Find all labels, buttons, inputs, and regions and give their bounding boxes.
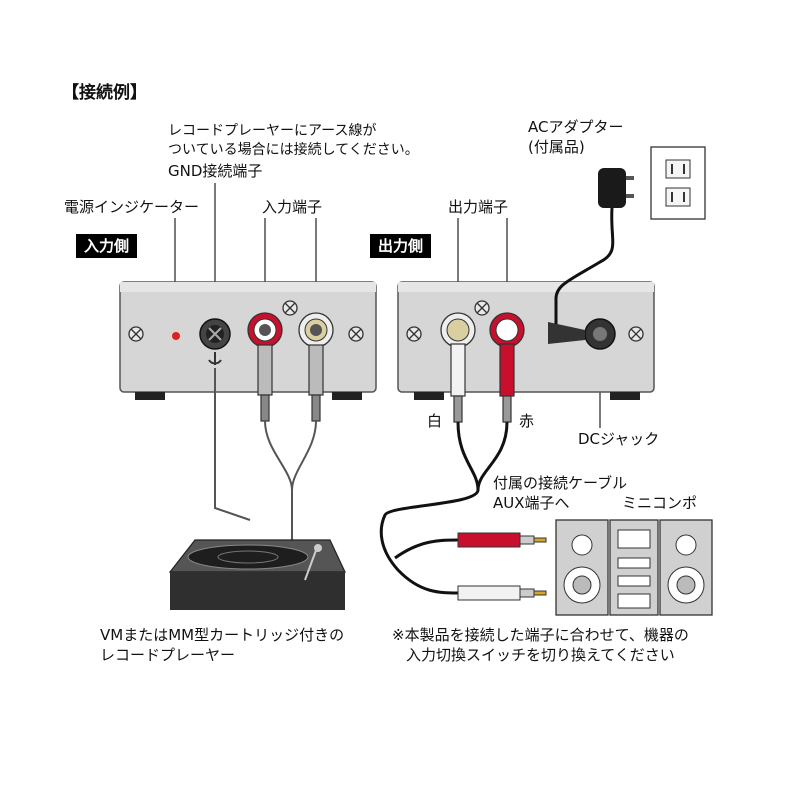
- input-rca-plugs: [257, 344, 324, 422]
- player-label-line2: レコードプレーヤー: [100, 646, 236, 664]
- ac-adapter: [554, 168, 634, 324]
- ac-adapter-sublabel: (付属品): [528, 138, 585, 156]
- note-line1: ※本製品を接続した端子に合わせて、機器の: [392, 626, 689, 644]
- turntable: [168, 539, 346, 610]
- mini-component: [555, 519, 713, 616]
- cable-label: 付属の接続ケーブル: [493, 474, 628, 492]
- power-indicator-led: [172, 332, 180, 340]
- ground-note-line1: レコードプレーヤーにアース線が: [168, 123, 377, 139]
- input-terminal-label: 入力端子: [262, 198, 323, 216]
- wall-outlet: [650, 146, 706, 220]
- power-indicator-label: 電源インジケーター: [64, 198, 200, 216]
- output-terminal-label: 出力端子: [448, 198, 509, 216]
- output-side-badge: 出力側: [370, 234, 432, 258]
- aux-label: AUX端子へ: [493, 494, 570, 512]
- input-rca-jack-red: [247, 312, 283, 348]
- page-title: 【接続例】: [62, 83, 147, 103]
- dc-jack: [548, 318, 616, 350]
- dc-jack-label: DCジャック: [578, 430, 660, 448]
- red-label: 赤: [519, 412, 535, 430]
- output-rca-plugs: [450, 343, 515, 423]
- note-line2: 入力切換スイッチを切り換えてください: [406, 646, 675, 664]
- input-device: [119, 281, 377, 400]
- player-label-line1: VMまたはMM型カートリッジ付きの: [100, 626, 345, 644]
- mini-component-label: ミニコンポ: [622, 494, 698, 512]
- aux-plug-white: [457, 585, 547, 601]
- ground-note-line2: ついている場合には接続してください。: [168, 142, 419, 158]
- output-device: [397, 281, 655, 400]
- gnd-terminal: [199, 318, 231, 350]
- gnd-terminal-label: GND接続端子: [168, 162, 263, 180]
- ac-adapter-label: ACアダプター: [528, 118, 624, 136]
- output-rca-jack-white: [440, 312, 476, 348]
- output-rca-jack-red: [489, 312, 525, 348]
- white-label: 白: [427, 412, 443, 430]
- input-side-badge: 入力側: [76, 234, 138, 258]
- aux-plug-red: [457, 532, 547, 548]
- input-rca-jack-white: [298, 312, 334, 348]
